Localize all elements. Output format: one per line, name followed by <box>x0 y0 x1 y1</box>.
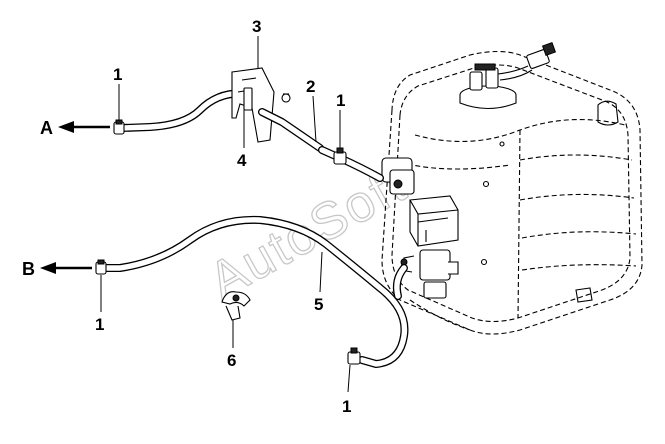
hose-filter-outlet <box>392 264 408 300</box>
callout-clamp-bottom: 1 <box>342 397 351 416</box>
callout-clamp-top-left: 1 <box>113 65 122 84</box>
callout-clamp-top-mid: 1 <box>336 91 345 110</box>
clamp-a <box>113 119 125 135</box>
callout-pipe: 2 <box>306 77 315 96</box>
fuel-tank <box>381 50 643 335</box>
arrow-b <box>40 262 92 274</box>
mounting-bracket <box>231 67 275 143</box>
callout-bracket-clip: 4 <box>237 151 247 170</box>
callout-bracket: 3 <box>252 17 261 36</box>
leader-lines <box>100 36 351 393</box>
callout-holder: 6 <box>227 351 236 370</box>
hose-holder-6 <box>221 291 251 321</box>
clamp-b <box>95 259 107 275</box>
callout-clamp-left-lower: 1 <box>95 315 104 334</box>
callout-hose: 5 <box>314 295 323 314</box>
clamp-top-mid <box>333 147 347 165</box>
arrow-a-label: A <box>40 118 53 138</box>
clamp-bottom <box>347 347 361 365</box>
sender-unit <box>459 41 557 110</box>
hose-b <box>100 215 409 368</box>
arrow-b-label: B <box>22 259 35 279</box>
arrow-a <box>58 121 110 133</box>
filter-pump-assembly <box>381 157 459 299</box>
pipe-2 <box>258 93 324 152</box>
